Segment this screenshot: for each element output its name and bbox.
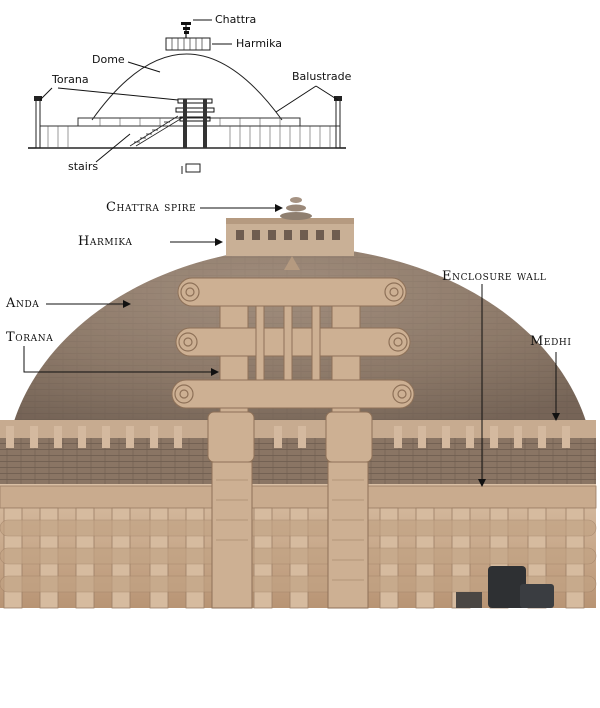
label-enclosure-wall: Enclosure wall [442,269,547,284]
label-torana-sketch: Torana [52,73,89,86]
label-chattra: Chattra [215,13,257,26]
label-dome: Dome [92,53,125,66]
label-chattra-spire: Chattra spire [106,200,197,215]
label-stairs: stairs [68,160,99,173]
label-torana-photo: Torana [6,330,54,345]
label-harmika: Harmika [236,37,283,50]
label-balustrade: Balustrade [292,70,352,83]
label-medhi: Medhi [530,334,572,349]
label-anda: Anda [6,296,40,311]
label-harmika-photo: Harmika [78,234,133,249]
